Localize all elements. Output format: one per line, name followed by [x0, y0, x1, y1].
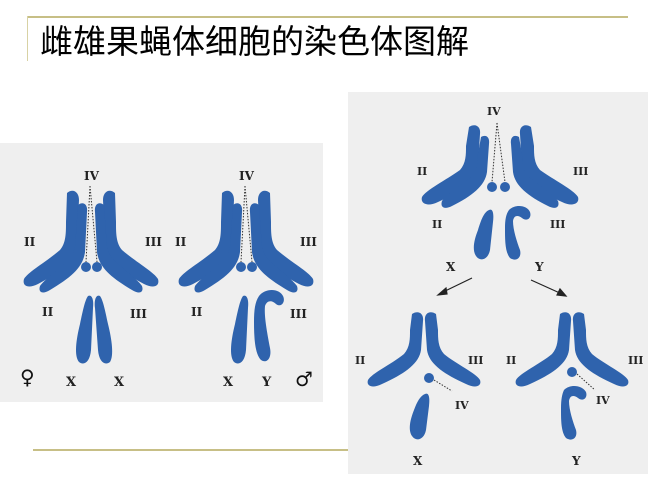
label-X-right: X — [114, 375, 125, 390]
label-X: X — [413, 454, 423, 468]
gamete-y — [515, 312, 629, 440]
female-symbol-icon: ♀ — [20, 365, 35, 389]
chromosome-II-inner — [441, 135, 490, 208]
meiosis-panel-right — [348, 92, 648, 474]
male-symbol-icon: ♂ — [295, 367, 313, 391]
male-IV-pointer — [240, 185, 253, 263]
chromosome-III-inner — [249, 203, 298, 293]
label-IV: IV — [455, 399, 469, 412]
label-III-upper: III — [573, 165, 588, 178]
chromosome-IV-left — [487, 182, 497, 192]
chromosome-III-inner — [94, 203, 143, 293]
arrow-to-y-gamete — [530, 279, 563, 295]
chromosome-X-right — [94, 295, 113, 364]
label-X: X — [446, 260, 456, 274]
label-III-lower: III — [550, 218, 565, 231]
label-III-lower: III — [130, 307, 147, 321]
chromosome-II-inner — [194, 203, 243, 293]
chromosome-III-outer — [103, 190, 159, 287]
chromosome-Y — [561, 386, 587, 440]
gamete-x-IV-pointer — [433, 379, 453, 392]
chromosome-X — [231, 295, 249, 364]
parent-IV-pointer — [491, 122, 506, 183]
male-karyotype — [178, 190, 314, 364]
label-Y: Y — [571, 454, 581, 468]
label-Y: Y — [261, 375, 272, 390]
label-II: II — [506, 354, 516, 367]
chromosome-X — [473, 209, 494, 260]
chromosome-IV-left — [236, 262, 246, 272]
chromosome-II — [515, 312, 572, 387]
chromosome-X — [409, 393, 430, 440]
label-III: III — [468, 354, 483, 367]
title-top-rule — [27, 16, 628, 18]
chromosome-II-outer — [178, 190, 234, 287]
chromosome-II-inner — [39, 203, 88, 293]
bottom-rule — [33, 449, 348, 451]
label-III-upper: III — [300, 235, 317, 249]
title-left-rule — [27, 16, 28, 61]
label-X: X — [223, 375, 234, 390]
female-karyotype — [23, 190, 159, 364]
division-arrows — [436, 277, 568, 297]
label-IV: IV — [596, 394, 610, 407]
chromosome-II — [367, 312, 424, 387]
label-III: III — [628, 354, 643, 367]
meiosis-parent-karyotype — [421, 125, 579, 260]
chromosome-IV-right — [92, 262, 102, 272]
slide-title: 雌雄果蝇体细胞的染色体图解 — [40, 22, 469, 61]
label-Y: Y — [534, 260, 544, 274]
chromosome-IV-left — [81, 262, 91, 272]
chromosome-IV — [424, 373, 434, 383]
gamete-x — [367, 312, 481, 440]
label-II-lower: II — [432, 218, 442, 231]
label-II-upper: II — [24, 235, 36, 249]
chromosome-Y — [254, 290, 284, 362]
label-II-lower: II — [191, 305, 203, 319]
chromosome-IV-right — [500, 182, 510, 192]
gamete-y-IV-pointer — [576, 373, 596, 391]
label-IV: IV — [239, 169, 255, 183]
label-IV: IV — [84, 169, 100, 183]
chromosome-II-outer — [23, 190, 79, 287]
label-II-upper: II — [175, 235, 187, 249]
chromosome-IV-right — [247, 262, 257, 272]
label-II-lower: II — [42, 305, 54, 319]
label-II-upper: II — [417, 165, 427, 178]
label-II: II — [355, 354, 365, 367]
label-IV: IV — [487, 105, 501, 118]
chromosome-X-left — [76, 295, 94, 364]
female-IV-pointer — [85, 185, 98, 263]
chromosome-III — [424, 312, 481, 387]
chromosome-IV — [567, 367, 577, 377]
chromosome-III — [572, 312, 629, 387]
chromosome-III-outer — [258, 190, 314, 287]
chromosome-Y — [505, 206, 531, 260]
label-III-lower: III — [290, 307, 307, 321]
label-X-left: X — [66, 375, 77, 390]
chromosome-III-inner — [510, 135, 559, 208]
label-III-upper: III — [145, 235, 162, 249]
